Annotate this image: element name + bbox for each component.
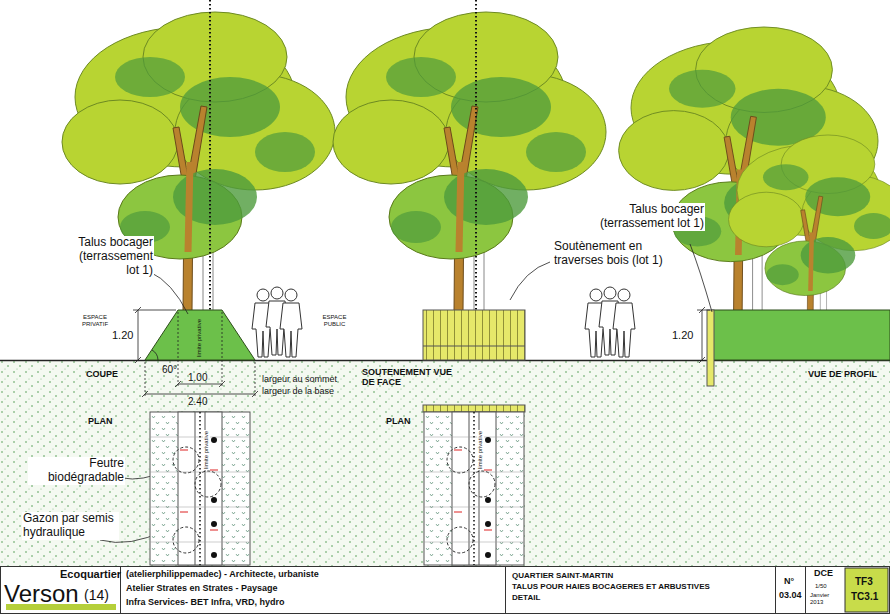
drawing-label: Atelier Strates en Strates - Paysage <box>126 583 278 593</box>
drawing-label: ESPACE PUBLIC <box>312 314 357 328</box>
drawing-label: N° <box>784 576 794 586</box>
drawing-label: (14) <box>84 587 109 603</box>
boundary-label: limite privative <box>203 430 210 470</box>
drawing-label: 1/50 <box>815 583 827 590</box>
drawing-label: SOUTENEMENT VUE DE FACE <box>362 367 452 388</box>
drawing-label: Talus bocager (terrassement lot 1) <box>588 203 705 231</box>
drawing-label: 1.00 <box>188 372 207 384</box>
drawing-label: 60° <box>162 364 177 376</box>
drawing-label: DETAIL <box>512 593 540 602</box>
drawing-label: Talus bocager (terrassement lot 1) <box>72 236 154 277</box>
drawing-label: Ecoquartier <box>60 568 121 581</box>
boundary-label: limite privative <box>477 430 484 470</box>
drawing-label: QUARTIER SAINT-MARTIN <box>512 571 613 580</box>
drawing-label: TALUS POUR HAIES BOCAGERES ET ARBUSTIVES <box>512 582 710 591</box>
drawing-label: COUPE <box>86 369 118 379</box>
drawing-label: Feutre biodégradable <box>28 457 125 485</box>
drawing-label: TF3 <box>855 576 873 588</box>
drawing-label: largeur de la base <box>262 386 334 396</box>
drawing-label: Infra Services- BET Infra, VRD, hydro <box>126 597 285 607</box>
drawing-label: (atelierphilippemadec) - Architecte, urb… <box>126 569 319 579</box>
drawing-label: ESPACE PRIVATIF <box>70 314 120 328</box>
drawing-label: DCE <box>814 568 833 578</box>
drawing-label: 2.40 <box>188 396 207 408</box>
drawing-label: PLAN <box>88 416 113 426</box>
drawing-label: Soutènement en traverses bois (lot 1) <box>553 240 665 268</box>
drawing-label: VUE DE PROFIL <box>808 369 877 379</box>
drawing-label: TC3.1 <box>851 591 878 603</box>
drawing-label: 1.20 <box>672 329 693 342</box>
drawing-label: Verson <box>4 580 79 608</box>
boundary-label: limite privative <box>196 319 203 357</box>
drawing-label: Gazon par semis hydraulique <box>22 512 119 540</box>
drawing-label: 1.20 <box>112 329 133 342</box>
drawing-label: Janvier 2013 <box>810 592 842 606</box>
drawing-label: largeur au sommet <box>262 374 337 384</box>
drawing-label: PLAN <box>386 416 411 426</box>
drawing-label: 03.04 <box>779 590 802 600</box>
